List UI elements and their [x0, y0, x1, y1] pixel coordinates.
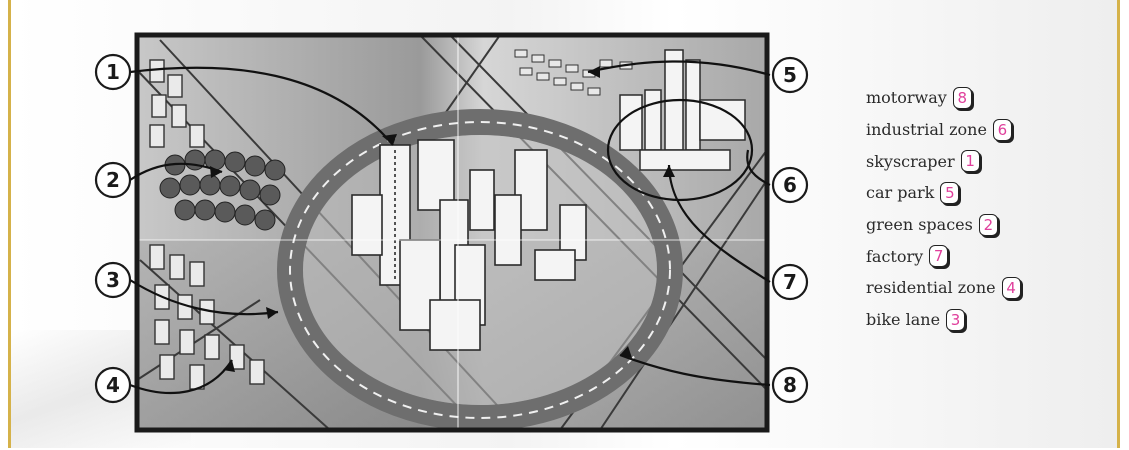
key-term: industrial zone: [866, 120, 987, 139]
answer-box[interactable]: 8: [953, 87, 972, 109]
vocabulary-key: motorway 8 industrial zone 6 skyscraper …: [866, 82, 1021, 336]
key-row-motorway: motorway 8: [866, 82, 1021, 114]
answer-box[interactable]: 5: [940, 182, 959, 204]
key-term: car park: [866, 183, 934, 202]
callout-6: 6: [773, 168, 807, 202]
callout-8: 8: [773, 368, 807, 402]
answer-box[interactable]: 1: [961, 150, 980, 172]
key-term: bike lane: [866, 310, 940, 329]
answer-box[interactable]: 6: [993, 119, 1012, 141]
callout-3-number: 3: [106, 268, 120, 292]
answer-box[interactable]: 4: [1002, 277, 1021, 299]
key-term: residential zone: [866, 278, 996, 297]
callout-6-number: 6: [783, 173, 797, 197]
callout-7-number: 7: [783, 270, 797, 294]
callout-5: 5: [773, 58, 807, 92]
callout-2: 2: [96, 163, 130, 197]
key-row-car-park: car park 5: [866, 177, 1021, 209]
key-term: motorway: [866, 88, 947, 107]
answer-box[interactable]: 7: [929, 245, 948, 267]
key-row-skyscraper: skyscraper 1: [866, 145, 1021, 177]
key-row-bike-lane: bike lane 3: [866, 304, 1021, 336]
key-term: factory: [866, 247, 923, 266]
callout-4: 4: [96, 368, 130, 402]
key-row-industrial-zone: industrial zone 6: [866, 114, 1021, 146]
callout-7: 7: [773, 265, 807, 299]
answer-box[interactable]: 3: [946, 309, 965, 331]
key-row-factory: factory 7: [866, 240, 1021, 272]
key-row-green-spaces: green spaces 2: [866, 209, 1021, 241]
key-term: skyscraper: [866, 152, 955, 171]
callout-1-number: 1: [106, 60, 120, 84]
callout-1: 1: [96, 55, 130, 89]
callout-3: 3: [96, 263, 130, 297]
callout-8-number: 8: [783, 373, 797, 397]
answer-box[interactable]: 2: [979, 214, 998, 236]
key-row-residential-zone: residential zone 4: [866, 272, 1021, 304]
callout-4-number: 4: [106, 373, 120, 397]
callout-2-number: 2: [106, 168, 120, 192]
key-term: green spaces: [866, 215, 973, 234]
callout-5-number: 5: [783, 63, 797, 87]
